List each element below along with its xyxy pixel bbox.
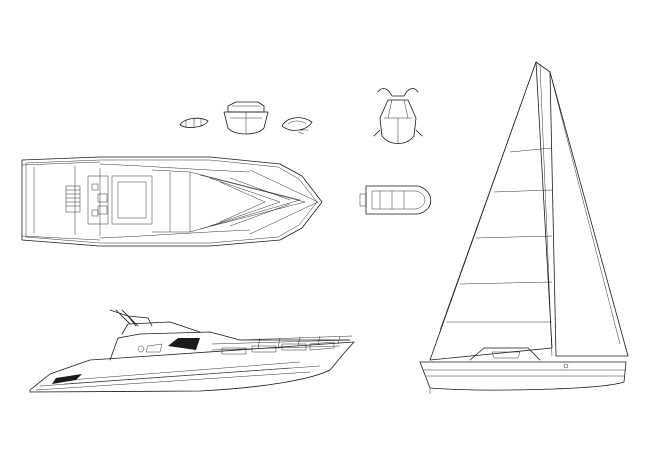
boat-perspective-sketch [281, 117, 313, 135]
motor-yacht-side-view [29, 309, 355, 393]
rowboat-front-view [223, 101, 269, 135]
personal-watercraft-front-view [373, 88, 423, 144]
inflatable-dinghy-top-view [359, 185, 432, 215]
small-rowboat-top-view [179, 117, 209, 128]
motor-yacht-top-view [21, 156, 323, 247]
sailboat-side-view [419, 61, 629, 394]
